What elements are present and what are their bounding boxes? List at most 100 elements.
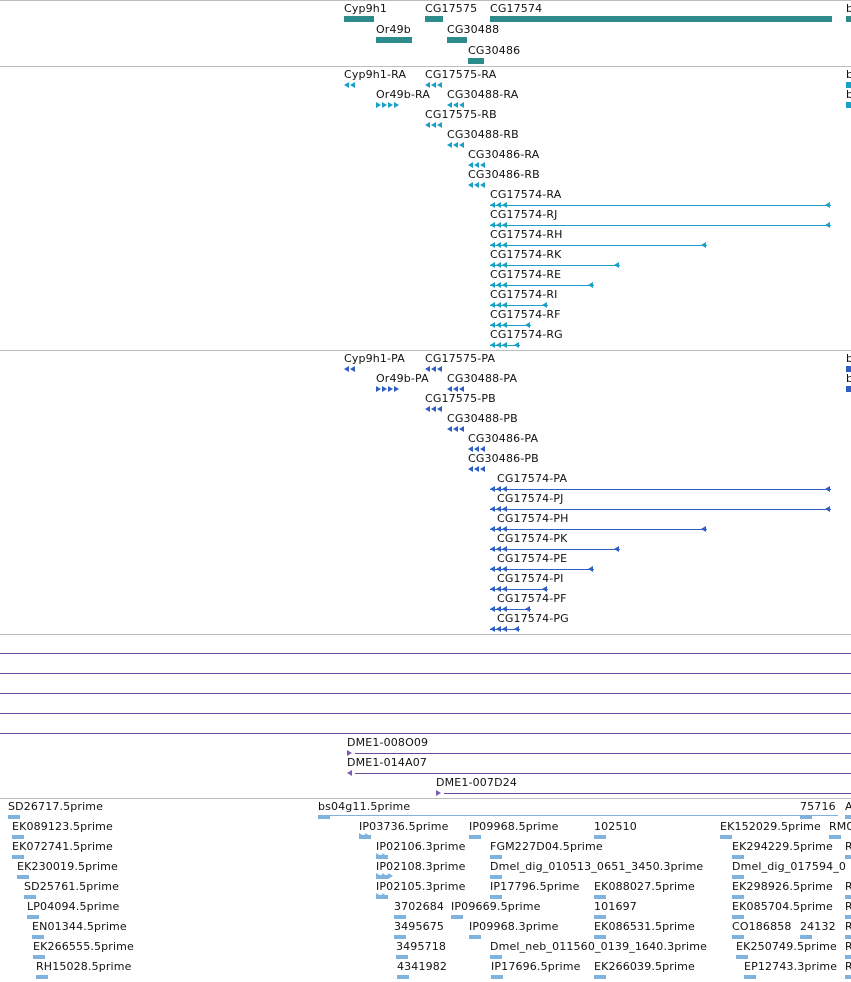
est-label[interactable]: RH15028.5prime	[36, 960, 132, 973]
est-feature[interactable]	[318, 815, 330, 819]
gene-label[interactable]: Cyp9h1	[344, 2, 388, 15]
transcripts-label[interactable]: CG17574-RK	[490, 248, 562, 261]
gene-feature[interactable]	[344, 16, 374, 22]
proteins-label[interactable]: CG30488-PB	[447, 412, 518, 425]
est-label[interactable]: bs04g11.5prime	[318, 800, 411, 813]
est-label[interactable]: IP02105.3prime	[376, 880, 466, 893]
est-label[interactable]: EK089123.5prime	[12, 820, 113, 833]
est-feature[interactable]	[12, 835, 24, 839]
est-label[interactable]: RM0	[829, 820, 851, 833]
clone-label[interactable]: DME1-008O09	[347, 736, 429, 749]
est-label[interactable]: R	[845, 940, 851, 953]
est-feature[interactable]	[720, 835, 732, 839]
est-label[interactable]: 3495675	[394, 920, 445, 933]
est-feature[interactable]	[732, 915, 744, 919]
est-label[interactable]: SD25761.5prime	[24, 880, 120, 893]
transcripts-label[interactable]: CG17574-RF	[490, 308, 561, 321]
est-feature[interactable]	[491, 975, 503, 979]
est-label[interactable]: 75716	[800, 800, 836, 813]
est-label[interactable]: EP12743.3prime	[744, 960, 838, 973]
gene-label[interactable]: Or49b	[376, 23, 411, 36]
est-label[interactable]: R	[845, 920, 851, 933]
gene-label[interactable]: CG30488	[447, 23, 500, 36]
est-feature[interactable]	[732, 935, 744, 939]
proteins-label[interactable]: CG17574-PH	[497, 512, 569, 525]
proteins-feature[interactable]	[846, 366, 851, 372]
est-label[interactable]: 101697	[594, 900, 637, 913]
gene-label[interactable]: CG17575	[425, 2, 478, 15]
transcripts-label[interactable]: Or49b-RA	[376, 88, 431, 101]
transcripts-label[interactable]: CG17574-RI	[490, 288, 558, 301]
est-label[interactable]: EK298926.5prime	[732, 880, 833, 893]
est-feature[interactable]	[12, 855, 24, 859]
est-label[interactable]: IP09968.5prime	[469, 820, 559, 833]
transcripts-label[interactable]: CG17574-RG	[490, 328, 563, 341]
est-feature[interactable]	[744, 975, 756, 979]
proteins-label[interactable]: CG17574-PI	[497, 572, 564, 585]
est-label[interactable]: IP02106.3prime	[376, 840, 466, 853]
transcripts-label[interactable]: CG30488-RA	[447, 88, 519, 101]
est-label[interactable]: SD26717.5prime	[8, 800, 104, 813]
est-label[interactable]: EK085704.5prime	[732, 900, 833, 913]
est-label[interactable]: EK266039.5prime	[594, 960, 695, 973]
est-feature[interactable]	[36, 975, 48, 979]
est-feature[interactable]	[594, 835, 606, 839]
transcripts-feature[interactable]	[846, 82, 851, 88]
transcripts-label[interactable]: CG17574-RE	[490, 268, 562, 281]
transcripts-label[interactable]: CG30488-RB	[447, 128, 519, 141]
est-label[interactable]: R	[845, 840, 851, 853]
est-feature[interactable]	[24, 895, 36, 899]
est-label[interactable]: EK230019.5prime	[17, 860, 118, 873]
est-label[interactable]: EK294229.5prime	[732, 840, 833, 853]
proteins-label[interactable]: CG30486-PB	[468, 452, 539, 465]
transcripts-label[interactable]: CG17574-RJ	[490, 208, 558, 221]
est-label[interactable]: A	[845, 800, 851, 813]
est-feature[interactable]	[8, 815, 20, 819]
est-label[interactable]: R	[845, 960, 851, 973]
est-feature[interactable]	[829, 835, 841, 839]
est-label[interactable]: EK072741.5prime	[12, 840, 113, 853]
est-label[interactable]: Dmel_dig_010513_0651_3450.3prime	[490, 860, 704, 873]
est-feature[interactable]	[490, 855, 502, 859]
est-feature[interactable]	[845, 815, 851, 819]
gene-feature[interactable]	[447, 37, 467, 43]
clone-label[interactable]: DME1-014A07	[347, 756, 428, 769]
est-feature[interactable]	[594, 895, 606, 899]
est-feature[interactable]	[490, 875, 502, 879]
est-feature[interactable]	[27, 915, 39, 919]
est-feature[interactable]	[469, 935, 481, 939]
est-label[interactable]: IP17696.5prime	[491, 960, 581, 973]
proteins-label[interactable]: Cyp9h1-PA	[344, 352, 405, 365]
gene-label[interactable]: CG30486	[468, 44, 521, 57]
est-feature[interactable]	[394, 915, 406, 919]
est-label[interactable]: EK250749.5prime	[736, 940, 837, 953]
proteins-label[interactable]: CG17574-PK	[497, 532, 568, 545]
proteins-label[interactable]: CG17574-PJ	[497, 492, 564, 505]
transcripts-label[interactable]: CG30486-RB	[468, 168, 540, 181]
est-label[interactable]: IP17796.5prime	[490, 880, 580, 893]
est-feature[interactable]	[732, 875, 744, 879]
est-label[interactable]: EN01344.5prime	[32, 920, 127, 933]
est-label[interactable]: 24132	[800, 920, 836, 933]
est-label[interactable]: R	[845, 880, 851, 893]
est-feature[interactable]	[33, 955, 45, 959]
transcripts-label[interactable]: CG30486-RA	[468, 148, 540, 161]
est-feature[interactable]	[32, 935, 44, 939]
est-feature[interactable]	[396, 955, 408, 959]
est-feature[interactable]	[800, 815, 812, 819]
est-label[interactable]: R	[845, 900, 851, 913]
transcripts-label[interactable]: Cyp9h1-RA	[344, 68, 407, 81]
est-label[interactable]: EK086531.5prime	[594, 920, 695, 933]
est-label[interactable]: EK266555.5prime	[33, 940, 134, 953]
est-label[interactable]: Dmel_neb_011560_0139_1640.3prime	[490, 940, 708, 953]
est-feature[interactable]	[845, 935, 851, 939]
est-feature[interactable]	[845, 975, 851, 979]
proteins-label[interactable]: CG17574-PE	[497, 552, 568, 565]
transcripts-feature[interactable]	[846, 102, 851, 108]
est-feature[interactable]	[800, 935, 812, 939]
est-label[interactable]: 102510	[594, 820, 637, 833]
est-feature[interactable]	[17, 875, 29, 879]
proteins-label[interactable]: CG30486-PA	[468, 432, 539, 445]
transcripts-label[interactable]: CG17574-RA	[490, 188, 562, 201]
est-feature[interactable]	[732, 855, 744, 859]
